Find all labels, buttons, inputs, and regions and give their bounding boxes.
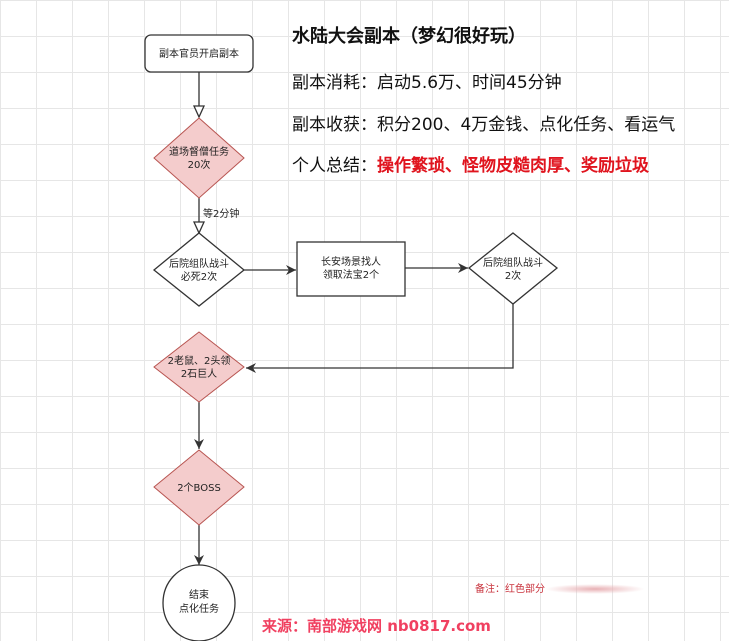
note-text: 备注：红色部分 [475,584,545,595]
edge-d3-d4 [246,304,514,373]
node-label: 点化任务 [179,602,219,615]
node-label: 领取法宝2个 [323,268,379,281]
node-label: 20次 [188,158,211,171]
node-label: 长安场景找人 [321,255,381,268]
reward-text: 副本收获：积分200、4万金钱、点化任务、看运气 [292,115,676,135]
node-dojo-task[interactable]: 道场督僧任务 20次 [153,117,245,199]
watermark: 来源：南部游戏网 nb0817.com [262,617,491,635]
node-label: 后院组队战斗 [483,256,543,269]
node-boss[interactable]: 2个BOSS [153,449,245,526]
node-backyard-battle-2[interactable]: 后院组队战斗 2次 [467,232,559,305]
hollow-arrow-2 [192,221,206,235]
diagram-title: 水陆大会副本（梦幻很好玩） [292,26,526,47]
node-label: 必死2次 [181,270,217,283]
node-start-label: 副本官员开启副本 [159,47,239,60]
node-end[interactable]: 结束 点化任务 [162,564,236,641]
node-monsters[interactable]: 2老鼠、2头领 2石巨人 [153,331,245,403]
summary-value: 操作繁琐、怪物皮糙肉厚、奖励垃圾 [377,156,649,176]
node-label: 2个BOSS [177,482,221,494]
node-backyard-battle-1[interactable]: 后院组队战斗 必死2次 [152,232,246,307]
summary-label: 个人总结： [292,156,377,176]
cost-text: 副本消耗：启动5.6万、时间45分钟 [292,73,562,93]
node-label: 道场督僧任务 [169,145,229,158]
node-label: 后院组队战斗 [169,257,229,270]
node-label: 2次 [505,269,521,282]
node-start[interactable]: 副本官员开启副本 [144,34,254,73]
summary-row: 个人总结：操作繁琐、怪物皮糙肉厚、奖励垃圾 [292,151,649,176]
node-label: 结束 [189,588,209,601]
node-changan-box[interactable]: 长安场景找人 领取法宝2个 [296,241,406,297]
node-label: 2石巨人 [181,368,217,380]
blurred-region [545,584,645,594]
note: 备注：红色部分 [475,580,645,595]
hollow-arrow-1 [192,105,206,119]
node-label: 2老鼠、2头领 [168,354,231,367]
edge-label-wait: 等2分钟 [203,207,239,220]
